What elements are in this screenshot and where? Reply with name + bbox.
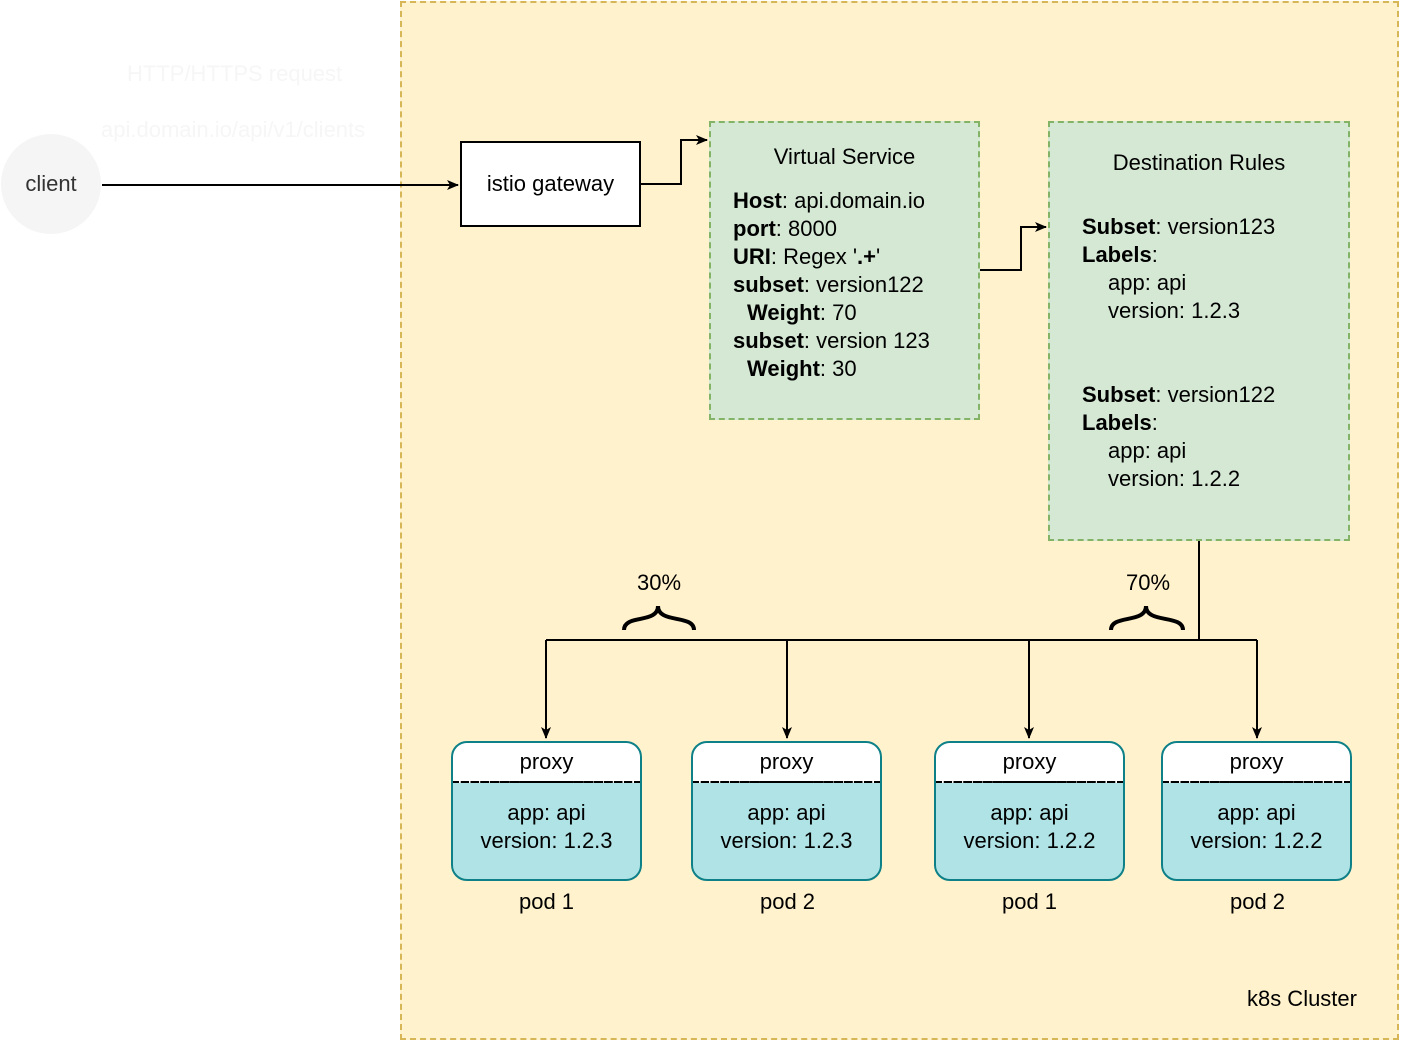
pod-app-label-2: app: api	[747, 800, 826, 825]
vs-uri-value-pre: : Regex '	[770, 244, 858, 269]
vs-weight1-key: Weight	[747, 300, 820, 325]
pod-body-2: app: api version: 1.2.3	[693, 783, 880, 855]
vs-uri-key: URI	[733, 244, 771, 269]
virtual-service-box: Virtual Service Host: api.domain.io port…	[709, 121, 980, 420]
proxy-sidecar-2: proxy	[693, 743, 880, 783]
dr2-version-label: version: 1.2.2	[1108, 466, 1241, 491]
vs-host-line: Host: api.domain.io	[733, 187, 930, 215]
pod-body-4: app: api version: 1.2.2	[1163, 783, 1350, 855]
gateway-to-vs-arrow	[641, 135, 708, 185]
pod-caption-4: pod 2	[1229, 889, 1286, 914]
destination-rule-2: Subset: version122 Labels: app: api vers…	[1082, 381, 1275, 493]
pod-card-4: proxy app: api version: 1.2.2	[1161, 741, 1352, 881]
gateway-label: istio gateway	[486, 171, 615, 196]
destination-rule-1: Subset: version123 Labels: app: api vers…	[1082, 213, 1275, 325]
vs-host-key: Host	[733, 188, 782, 213]
vs-weight2-line: Weight: 30	[733, 355, 930, 383]
proxy-sidecar-1: proxy	[453, 743, 640, 783]
vs-weight1-value: : 70	[819, 300, 857, 325]
dr2-app-label: app: api	[1108, 438, 1187, 463]
dr2-labels-line: Labels:	[1082, 409, 1275, 437]
dr1-subset-value: : version123	[1155, 214, 1276, 239]
vs-weight2-value: : 30	[819, 356, 857, 381]
pod-body-1: app: api version: 1.2.3	[453, 783, 640, 855]
brace-right	[1109, 605, 1185, 631]
dr1-labels-colon: :	[1151, 242, 1158, 267]
pod-caption-1: pod 1	[518, 889, 575, 914]
dr2-labels-colon: :	[1151, 410, 1158, 435]
vs-uri-value-post: '	[876, 244, 881, 269]
dr2-labels-key: Labels	[1082, 410, 1152, 435]
vs-host-value: : api.domain.io	[781, 188, 925, 213]
pod-card-3: proxy app: api version: 1.2.2	[934, 741, 1125, 881]
pod-version-label-2: version: 1.2.3	[720, 828, 853, 853]
pod-app-label-1: app: api	[507, 800, 586, 825]
proxy-sidecar-3: proxy	[936, 743, 1123, 783]
dr1-app-label: app: api	[1108, 270, 1187, 295]
split-right-percent: 70%	[1126, 570, 1171, 595]
cluster-label: k8s Cluster	[1246, 986, 1357, 1011]
dr1-labels-key: Labels	[1082, 242, 1152, 267]
vs-port-key: port	[733, 216, 776, 241]
vs-subset2-line: subset: version 123	[733, 327, 930, 355]
vs-to-dr-arrow	[980, 222, 1047, 271]
dr1-labels-line: Labels:	[1082, 241, 1275, 269]
pod-card-1: proxy app: api version: 1.2.3	[451, 741, 642, 881]
proxy-sidecar-4: proxy	[1163, 743, 1350, 783]
vs-weight1-line: Weight: 70	[733, 299, 930, 327]
dr1-version-label: version: 1.2.3	[1108, 298, 1241, 323]
client-node: client	[1, 134, 101, 234]
pod-version-label-3: version: 1.2.2	[963, 828, 1096, 853]
dr2-subset-key: Subset	[1082, 382, 1156, 407]
brace-left	[622, 605, 696, 631]
dr1-subset-key: Subset	[1082, 214, 1156, 239]
pod-app-label-3: app: api	[990, 800, 1069, 825]
dr2-subset-value: : version122	[1155, 382, 1276, 407]
pod-body-3: app: api version: 1.2.2	[936, 783, 1123, 855]
pod-app-label-4: app: api	[1217, 800, 1296, 825]
destination-rules-box: Destination Rules Subset: version123 Lab…	[1048, 121, 1350, 541]
split-left-percent: 30%	[637, 570, 682, 595]
pod-caption-2: pod 2	[759, 889, 816, 914]
vs-uri-regex: .+	[857, 244, 876, 269]
dr1-subset-line: Subset: version123	[1082, 213, 1275, 241]
vs-port-value: : 8000	[775, 216, 837, 241]
vs-port-line: port: 8000	[733, 215, 930, 243]
vs-weight2-key: Weight	[747, 356, 820, 381]
dr2-subset-line: Subset: version122	[1082, 381, 1275, 409]
vs-subset1-line: subset: version122	[733, 271, 930, 299]
vs-subset2-value: : version 123	[803, 328, 930, 353]
request-url: api.domain.io/api/v1/clients	[101, 117, 366, 142]
virtual-service-title: Virtual Service	[773, 144, 916, 169]
vs-subset1-value: : version122	[803, 272, 924, 297]
pod-caption-3: pod 1	[1001, 889, 1058, 914]
virtual-service-config: Host: api.domain.io port: 8000 URI: Rege…	[733, 187, 930, 383]
destination-rules-title: Destination Rules	[1112, 150, 1286, 175]
vs-subset1-key: subset	[733, 272, 804, 297]
vs-uri-line: URI: Regex '.+'	[733, 243, 930, 271]
pod-card-2: proxy app: api version: 1.2.3	[691, 741, 882, 881]
pod-version-label-4: version: 1.2.2	[1190, 828, 1323, 853]
vs-subset2-key: subset	[733, 328, 804, 353]
client-label: client	[25, 171, 77, 196]
request-label: HTTP/HTTPS request	[127, 61, 343, 86]
pod-version-label-1: version: 1.2.3	[480, 828, 613, 853]
istio-gateway-box: istio gateway	[460, 141, 641, 227]
